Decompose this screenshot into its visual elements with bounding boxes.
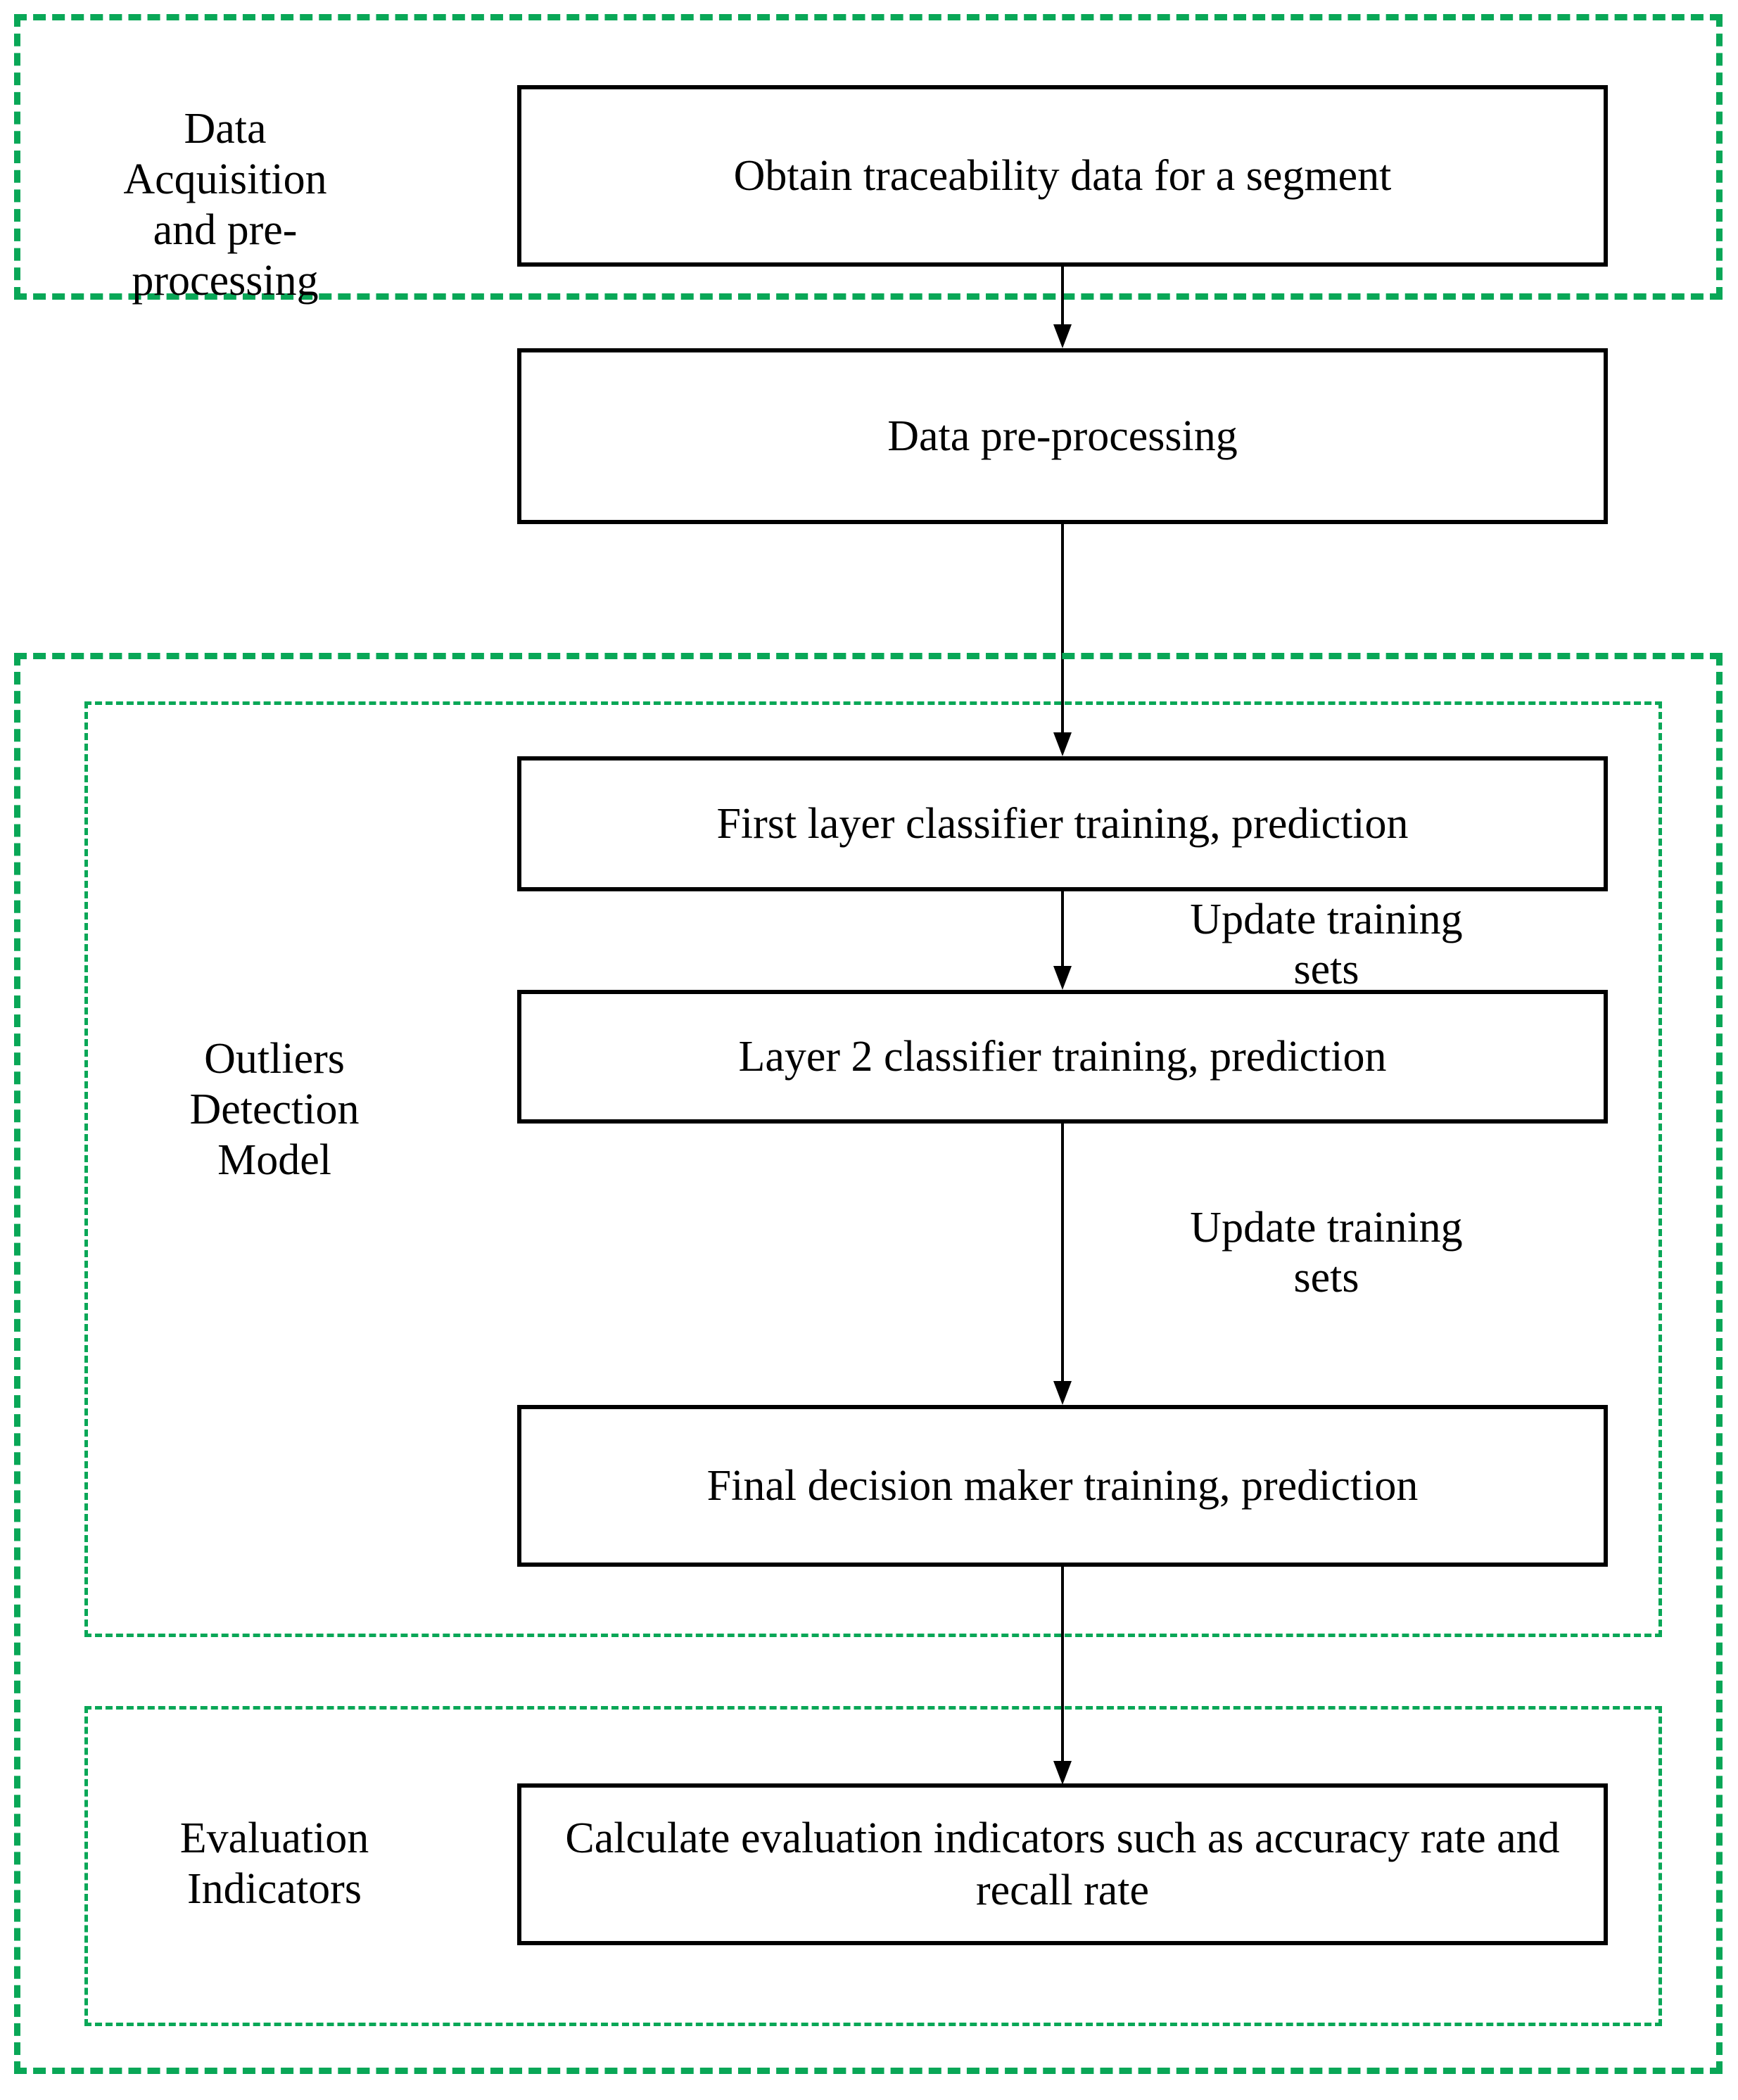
node-label: Data pre-processing (887, 412, 1238, 460)
group-label-evaluation-indicators: Evaluation Indicators (179, 1814, 369, 1913)
group-label-data-acquisition: Data Acquisition and pre- processing (123, 105, 327, 305)
node-calculate-evaluation-indicators[interactable]: Calculate evaluation indicators such as … (517, 1783, 1608, 1945)
node-label: Layer 2 classifier training, prediction (738, 1032, 1387, 1081)
edge-label-update-training-sets-2: Update training sets (1190, 1204, 1463, 1302)
node-label: Final decision maker training, predictio… (706, 1461, 1419, 1510)
node-label: First layer classifier training, predict… (716, 799, 1409, 848)
group-panel-evaluation-indicators (84, 1706, 1662, 2026)
node-layer-2-classifier[interactable]: Layer 2 classifier training, prediction (517, 990, 1608, 1124)
group-panel-model-and-evaluation (14, 653, 1723, 2074)
edge-label-update-training-sets-1: Update training sets (1190, 896, 1463, 994)
node-label: Calculate evaluation indicators such as … (565, 1814, 1560, 1914)
node-obtain-traceability-data[interactable]: Obtain traceability data for a segment (517, 85, 1608, 267)
node-data-pre-processing[interactable]: Data pre-processing (517, 348, 1608, 524)
group-panel-data-acquisition (14, 14, 1723, 300)
node-label: Obtain traceability data for a segment (733, 151, 1392, 200)
node-first-layer-classifier[interactable]: First layer classifier training, predict… (517, 756, 1608, 891)
node-final-decision-maker[interactable]: Final decision maker training, predictio… (517, 1405, 1608, 1567)
group-panel-outliers-detection-model (84, 701, 1662, 1637)
group-label-outliers-detection-model: Outliers Detection Model (189, 1035, 360, 1184)
